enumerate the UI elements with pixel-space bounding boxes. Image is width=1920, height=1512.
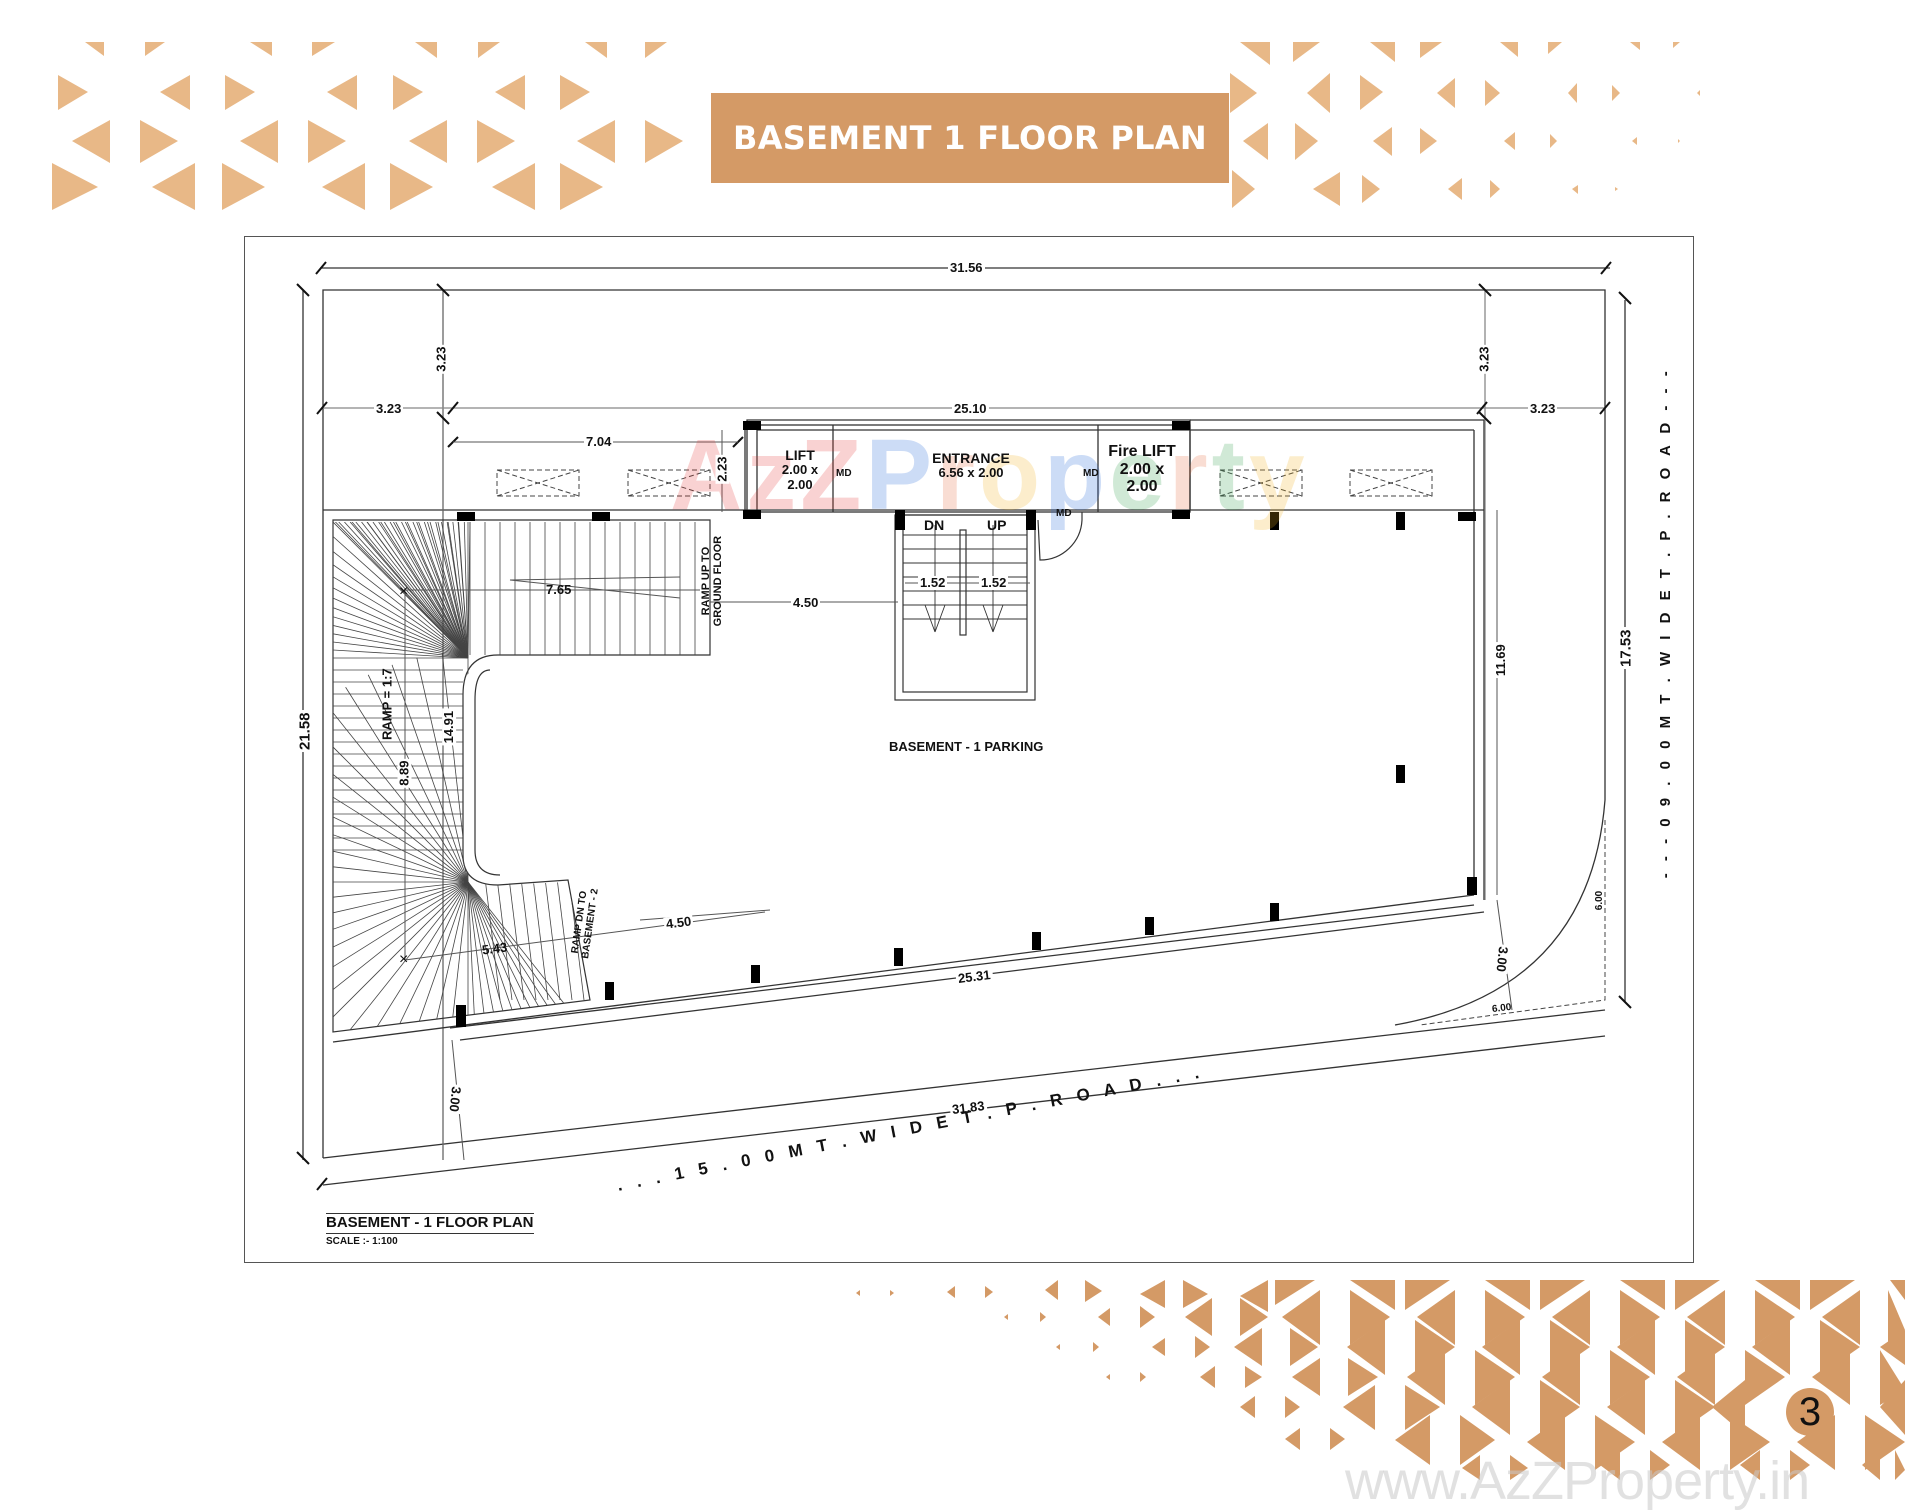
page-title-banner: BASEMENT 1 FLOOR PLAN <box>711 93 1229 183</box>
dim-corner-radius-vertical: 6.00 <box>1594 890 1606 911</box>
side-road-label: - - - 0 9 . 0 0 M T . W I D E T . P . R … <box>1656 367 1674 879</box>
dim-front-setback-right: 3.00 <box>1493 943 1511 975</box>
entrance-name: ENTRANCE <box>932 450 1010 466</box>
ramp-up-label: RAMP UP TO GROUND FLOOR <box>700 521 724 641</box>
svg-text:×: × <box>399 951 408 968</box>
lift-size: 2.00 x <box>781 462 819 478</box>
stair-down-label: DN <box>924 517 945 533</box>
dim-setback-right: 3.23 <box>1528 401 1558 417</box>
dim-ramp-to-stair: 4.50 <box>791 595 821 611</box>
parking-area-label: BASEMENT - 1 PARKING <box>889 739 1044 754</box>
dim-overall-left: 21.58 <box>296 710 315 753</box>
plan-caption: BASEMENT - 1 FLOOR PLAN <box>326 1213 534 1234</box>
website-watermark: www.AzZProperty.in <box>1345 1451 1810 1511</box>
door-label-md: MD <box>1056 508 1072 519</box>
dim-overall-right: 17.53 <box>1617 627 1636 670</box>
room-entrance: ENTRANCE 6.56 x 2.00 <box>916 450 1026 481</box>
page-number-badge: 3 <box>1786 1388 1834 1436</box>
ramp-slope-label: RAMP = 1:7 <box>379 668 395 740</box>
dim-ramp-left-center: 8.89 <box>396 758 412 788</box>
decorative-triangle-pattern-bottom <box>856 1280 1905 1480</box>
page-title: BASEMENT 1 FLOOR PLAN <box>733 119 1207 157</box>
lift-size: 2.00 <box>787 476 813 492</box>
room-lift: LIFT 2.00 x 2.00 <box>772 447 828 492</box>
svg-text:×: × <box>399 583 408 600</box>
plan-scale: SCALE :- 1:100 <box>326 1236 398 1247</box>
door-label-md: MD <box>836 468 852 479</box>
ramp-up-line1: RAMP UP TO <box>699 546 712 616</box>
fire-lift-size: 2.00 x <box>1119 460 1165 478</box>
door-label-md: MD <box>1083 468 1099 479</box>
dim-ramp-left-inner: 14.91 <box>441 708 457 746</box>
dim-setback-left: 3.23 <box>374 401 404 417</box>
lift-name: LIFT <box>785 447 815 463</box>
dim-corner-radius-horizontal: 6.00 <box>1491 1001 1513 1016</box>
dim-ramp-width-top: 7.04 <box>584 434 614 450</box>
stair-up-label: UP <box>987 517 1007 533</box>
dim-building-top: 25.10 <box>952 401 989 417</box>
stair-width-right: 1.52 <box>979 575 1009 591</box>
decorative-triangle-pattern-top <box>52 42 1700 210</box>
dim-core-depth: 2.23 <box>714 454 730 484</box>
entrance-size: 6.56 x 2.00 <box>938 465 1004 481</box>
dim-building-right: 11.69 <box>1492 642 1509 679</box>
dim-ramp-run-top: 7.65 <box>546 582 572 597</box>
room-fire-lift: Fire LIFT 2.00 x 2.00 <box>1100 443 1184 496</box>
fire-lift-size: 2.00 <box>1126 478 1158 496</box>
ramp-up-line2: GROUND FLOOR <box>712 535 724 627</box>
stair-width-left: 1.52 <box>918 575 948 591</box>
dim-front-setback-left: 3.00 <box>446 1083 464 1115</box>
dim-setback-top-right: 3.23 <box>1476 344 1492 374</box>
fire-lift-name: Fire LIFT <box>1108 443 1176 460</box>
dim-overall-top: 31.56 <box>948 260 985 276</box>
dim-setback-top-left: 3.23 <box>433 344 449 374</box>
